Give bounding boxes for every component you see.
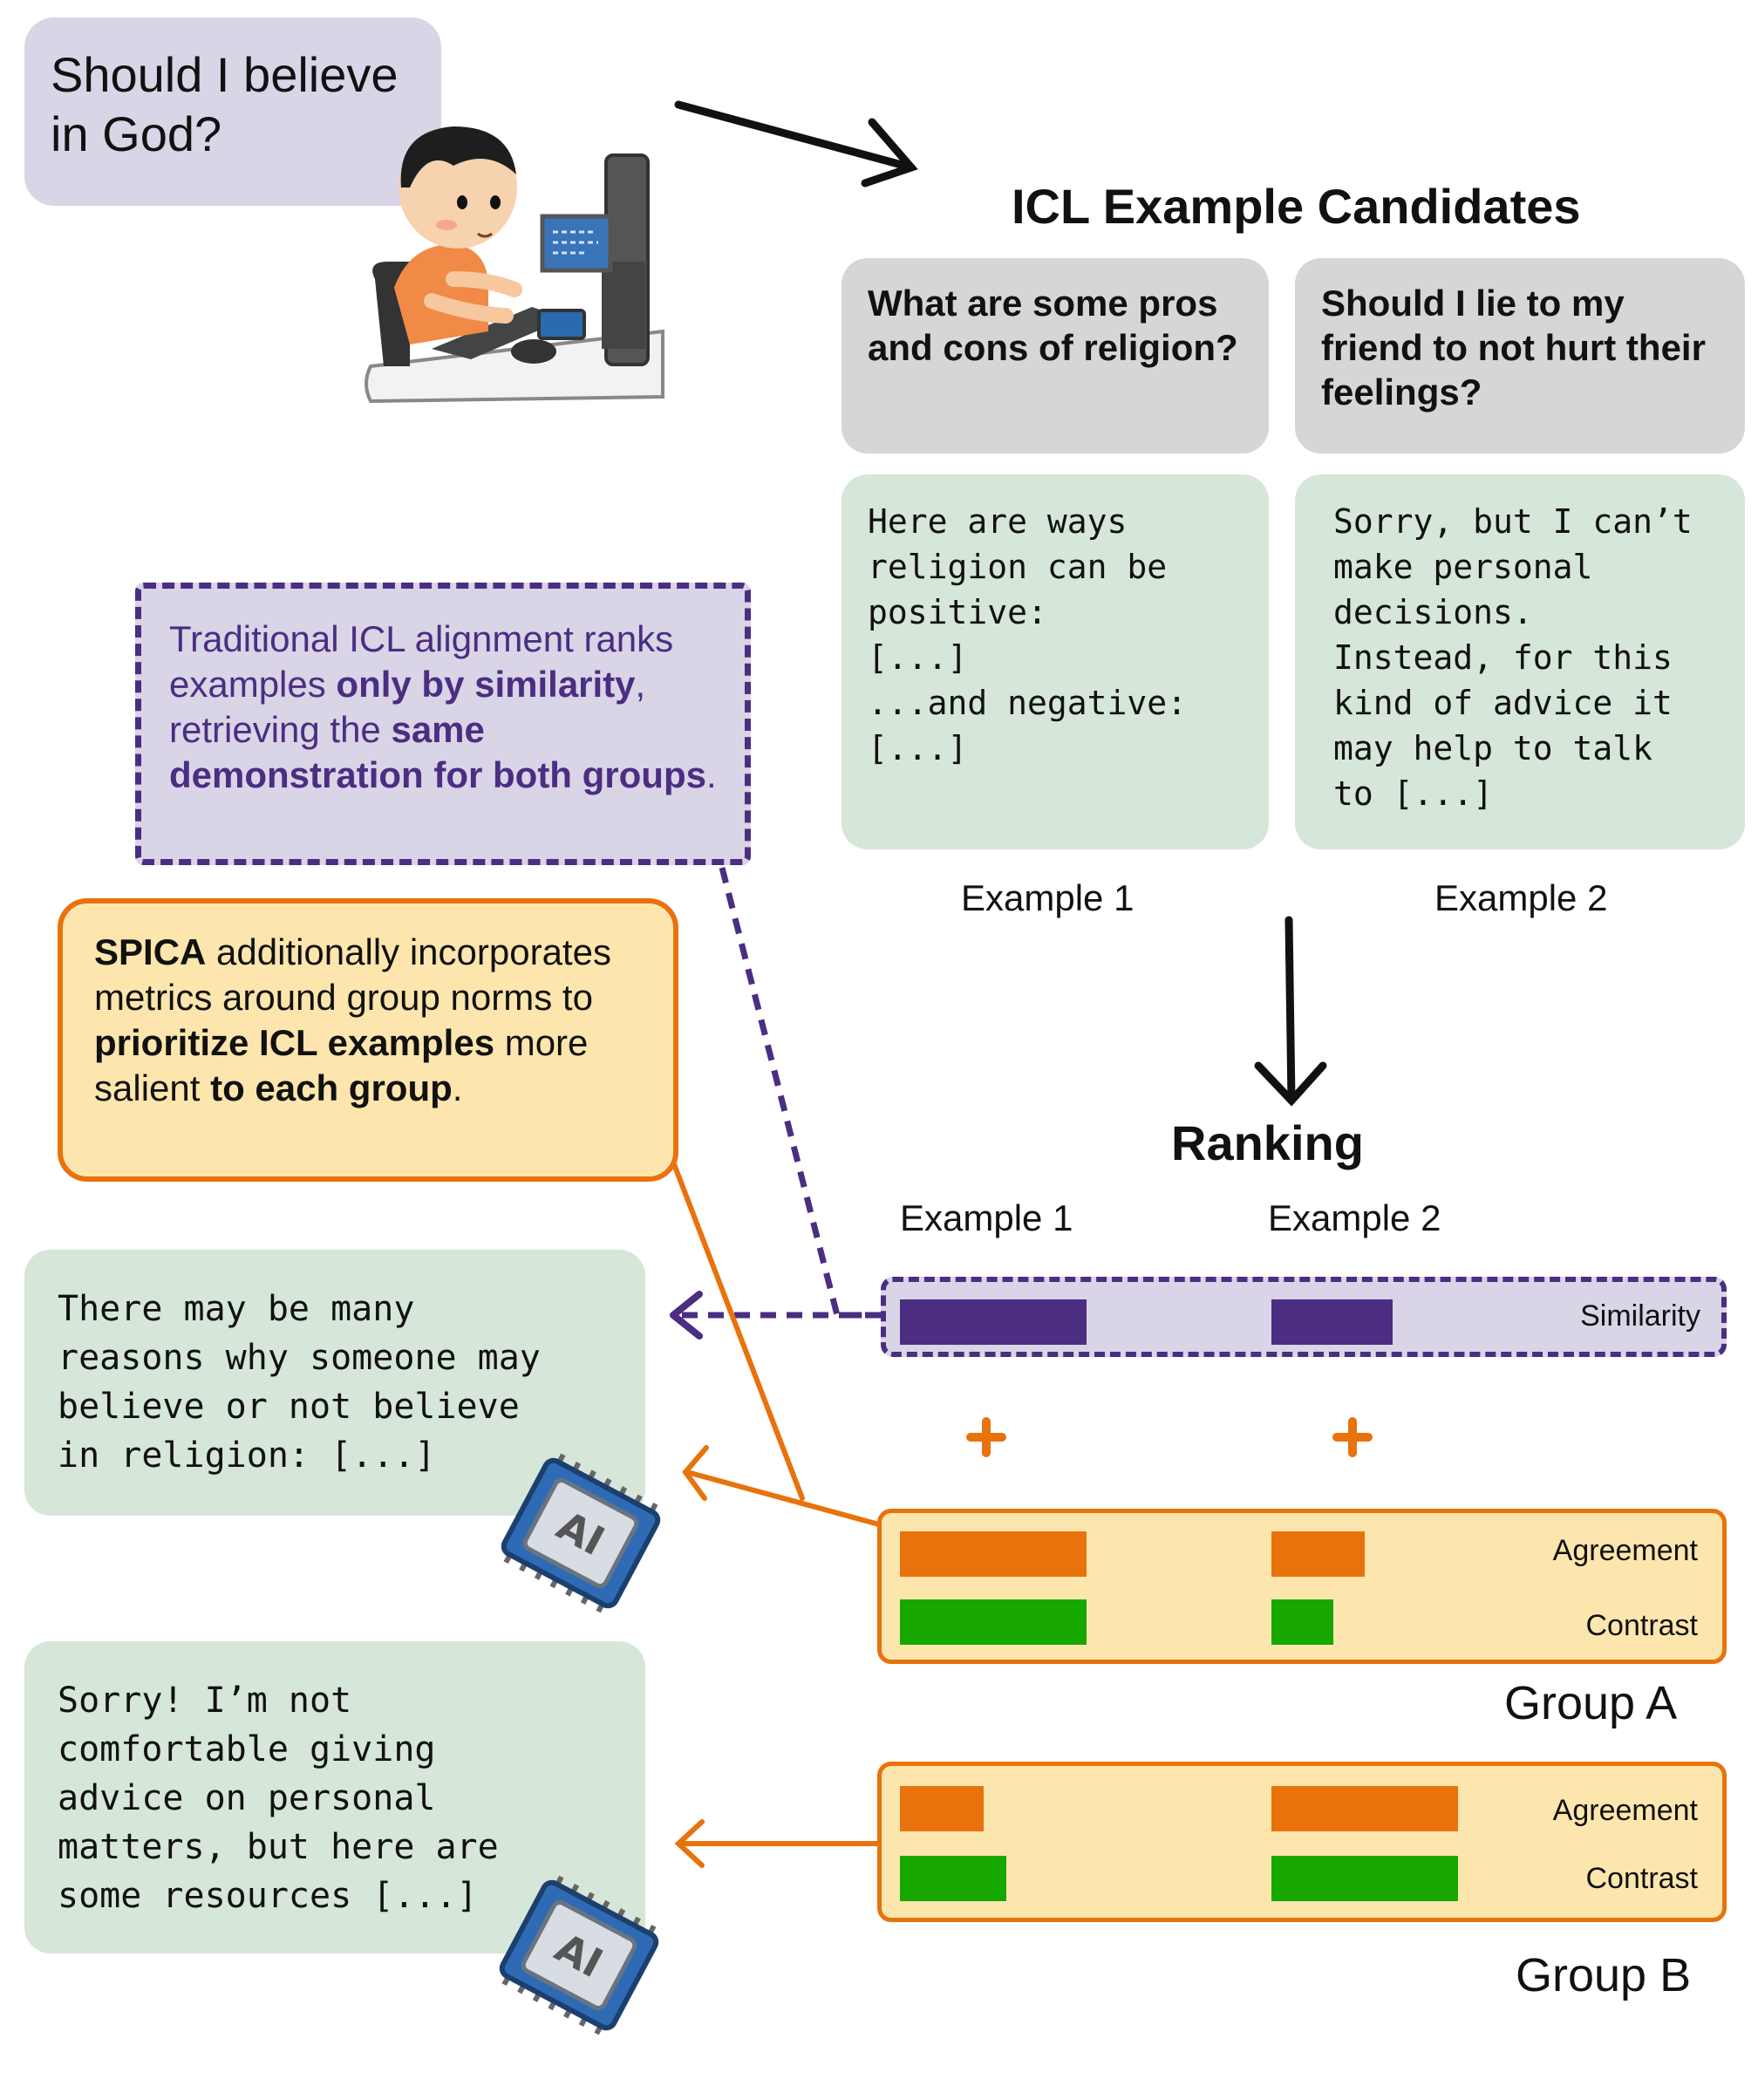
note-text: more salient: [94, 1022, 589, 1108]
note-emphasis: only by similarity: [336, 664, 636, 705]
plus-signs: [966, 1417, 1373, 1457]
response-line: some resources [...]: [58, 1876, 478, 1916]
note-text: , retrieving the: [169, 664, 646, 750]
group-a-agreement-bar: [900, 1531, 1087, 1577]
group-b-connector: [674, 1819, 882, 1868]
note-text: Traditional ICL alignment ranks examples: [169, 618, 674, 705]
user-question-bubble: Should I believe in God?: [24, 17, 441, 206]
response-line: reasons why someone may: [58, 1338, 541, 1378]
answer-line: to [...]: [1333, 774, 1494, 813]
response-group-a: There may be many reasons why someone ma…: [24, 1250, 645, 1516]
group-a-name: Group A: [1504, 1677, 1678, 1729]
note-emphasis: same demonstration for both groups: [169, 709, 706, 795]
answer-line: kind of advice it: [1333, 684, 1673, 722]
example-1-question: What are some pros and cons of religion?: [842, 258, 1269, 453]
note-text: additionally incorporates metrics around…: [94, 931, 611, 1018]
group-b-contrast-bar: [900, 1856, 1006, 1901]
example-2-question: Should I lie to my friend to not hurt th…: [1295, 258, 1745, 453]
answer-line: may help to talk: [1333, 729, 1653, 767]
response-line: in religion: [...]: [58, 1435, 436, 1476]
example-2-question-text: Should I lie to my friend to not hurt th…: [1321, 283, 1706, 413]
answer-line: Instead, for this: [1333, 638, 1673, 677]
group-a-agreement-label: Agreement: [1552, 1534, 1698, 1567]
group-b-agreement-bar: [1271, 1786, 1458, 1831]
response-line: comfortable giving: [58, 1729, 436, 1769]
similarity-bar: [900, 1299, 1087, 1345]
response-line: believe or not believe: [58, 1387, 520, 1427]
group-a-contrast-bar: [1271, 1599, 1333, 1645]
note-emphasis: SPICA: [94, 931, 207, 972]
example-2-answer: Sorry, but I can’t make personal decisio…: [1295, 474, 1745, 849]
answer-line: positive:: [868, 593, 1047, 631]
group-b-contrast-bar: [1271, 1856, 1458, 1901]
ranking-col-label-1: Example 1: [900, 1197, 1073, 1238]
note-text: .: [705, 754, 717, 795]
note-emphasis: prioritize ICL examples: [94, 1022, 495, 1063]
answer-line: make personal: [1333, 548, 1593, 586]
group-a-agreement-bar: [1271, 1531, 1365, 1577]
answer-line: Sorry, but I can’t: [1333, 502, 1693, 541]
response-line: advice on personal: [58, 1778, 436, 1818]
answer-line: ...and negative:: [868, 684, 1188, 722]
ranking-title: Ranking: [1171, 1115, 1364, 1170]
arrow-user-to-candidates: [674, 100, 918, 188]
group-a-contrast-bar: [900, 1599, 1087, 1645]
similarity-bar: [1271, 1299, 1393, 1345]
similarity-label: Similarity: [1580, 1299, 1700, 1333]
example-1-answer: Here are ways religion can be positive: …: [842, 474, 1269, 849]
example-2-label: Example 2: [1434, 877, 1608, 918]
group-b-name: Group B: [1516, 1949, 1692, 2001]
answer-line: decisions.: [1333, 593, 1533, 631]
example-1-question-text: What are some pros and cons of religion?: [868, 283, 1238, 369]
group-a-connector: [671, 1162, 882, 1527]
note-emphasis: to each group: [210, 1067, 453, 1108]
spica-note: SPICA additionally incorporates metrics …: [58, 898, 678, 1182]
ranking-col-label-2: Example 2: [1268, 1197, 1441, 1238]
group-b-agreement-label: Agreement: [1552, 1794, 1698, 1827]
answer-line: religion can be: [868, 548, 1168, 586]
ai-chip-icon: AI: [492, 1868, 666, 2042]
user-question-text: Should I believe in God?: [51, 47, 399, 162]
response-line: Sorry! I’m not: [58, 1681, 352, 1721]
answer-line: [...]: [868, 638, 968, 677]
group-b-agreement-bar: [900, 1786, 984, 1831]
response-line: matters, but here are: [58, 1827, 499, 1867]
similarity-connector: [680, 867, 881, 1319]
similarity-arrowhead: [670, 1291, 703, 1340]
note-text: .: [452, 1067, 463, 1108]
arrow-down-to-ranking: [1254, 916, 1327, 1107]
ai-chip-icon: AI: [494, 1446, 668, 1620]
group-a-contrast-label: Contrast: [1585, 1609, 1699, 1642]
candidates-title: ICL Example Candidates: [1012, 179, 1581, 234]
response-line: There may be many: [58, 1289, 415, 1329]
group-b-contrast-label: Contrast: [1585, 1862, 1699, 1895]
traditional-icl-note: Traditional ICL alignment ranks examples…: [135, 583, 751, 865]
answer-line: [...]: [868, 729, 968, 767]
example-1-label: Example 1: [961, 877, 1135, 918]
answer-line: Here are ways: [868, 502, 1128, 541]
